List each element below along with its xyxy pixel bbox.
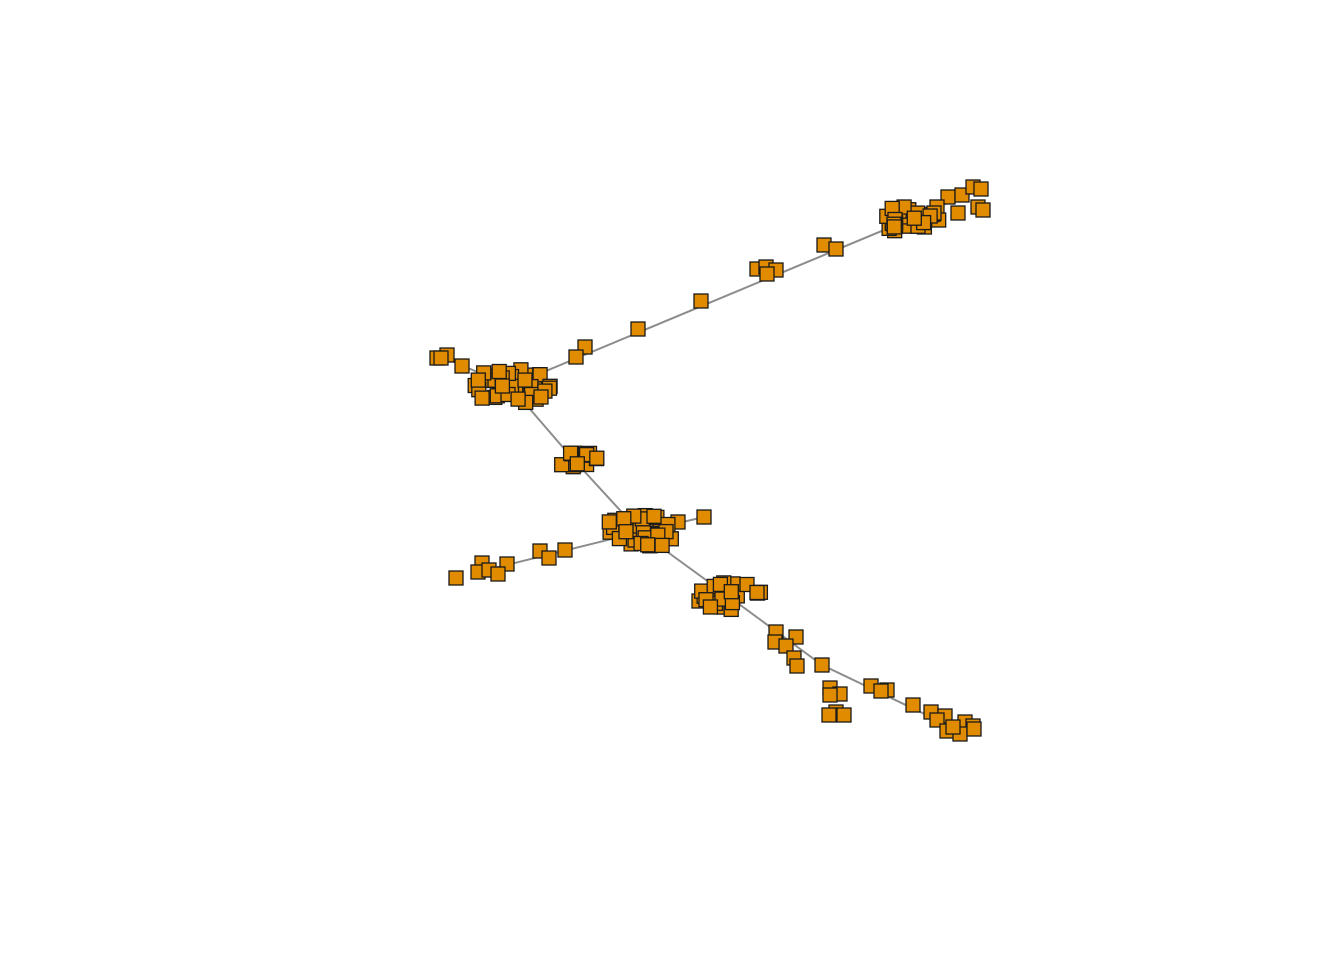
node-leaf	[630, 321, 646, 337]
hub-southeast-node	[749, 584, 765, 601]
node-leaf	[828, 241, 844, 257]
node-layer	[429, 179, 991, 742]
node-leaf	[693, 293, 709, 309]
node-leaf	[778, 638, 794, 654]
hub-center-node	[618, 524, 634, 540]
node-leaf	[873, 683, 889, 699]
node-leaf	[814, 657, 830, 673]
hub-center-node	[640, 537, 656, 553]
node-leaf	[557, 542, 573, 558]
hub-southeast-node	[702, 599, 719, 615]
hub-west-node	[510, 391, 526, 407]
hub-center-node	[646, 508, 662, 524]
hub-west-node	[532, 367, 548, 383]
node-leaf	[821, 707, 837, 723]
node-leaf	[448, 570, 464, 586]
hub-west-node	[517, 372, 533, 388]
node-leaf	[973, 181, 989, 197]
hub-northeast-node	[906, 210, 922, 226]
hub-mid-node	[569, 456, 585, 472]
hub-west-node	[491, 363, 507, 380]
node-leaf	[541, 550, 557, 566]
node-leaf	[789, 658, 805, 674]
hub-west-node	[474, 390, 490, 406]
node-leaf	[975, 202, 991, 218]
hub-center-node	[616, 511, 632, 527]
node-leaf	[905, 697, 921, 713]
node-leaf	[433, 350, 449, 366]
hub-west-node	[533, 389, 549, 405]
hub-center-node	[601, 514, 617, 530]
node-leaf	[568, 349, 584, 365]
node-leaf	[950, 205, 966, 221]
node-leaf	[696, 509, 712, 525]
hub-mid-node	[589, 450, 605, 466]
node-leaf	[836, 707, 852, 723]
hub-west-node	[470, 372, 486, 388]
hub-northeast-node	[886, 219, 902, 235]
hub-center-node	[654, 537, 670, 554]
node-leaf	[454, 358, 470, 374]
node-leaf	[966, 721, 982, 737]
node-leaf	[945, 719, 961, 735]
node-leaf	[822, 687, 838, 703]
hub-west-node	[494, 378, 511, 394]
node-leaf	[759, 266, 775, 282]
hub-southeast-node	[723, 584, 739, 600]
node-leaf	[490, 566, 506, 582]
edge-layer	[439, 189, 979, 731]
